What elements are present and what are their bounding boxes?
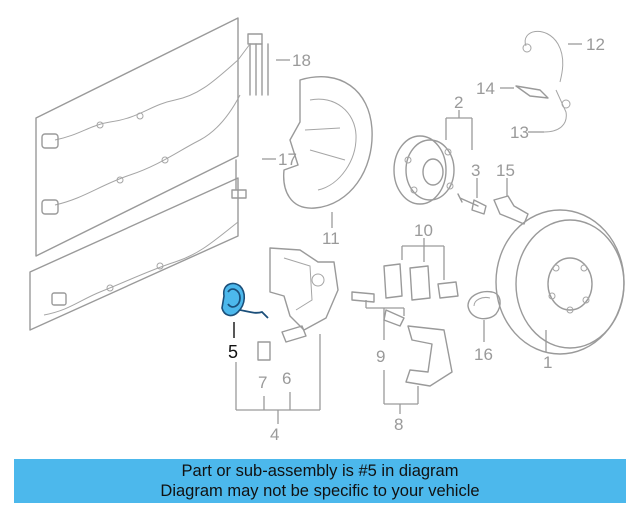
callout-3: 3 xyxy=(471,161,480,180)
hub-bolt xyxy=(457,178,487,215)
callout-16: 16 xyxy=(474,345,493,364)
harness-panel-18 xyxy=(35,17,290,257)
caliper-pins xyxy=(257,325,307,361)
dust-cap xyxy=(467,290,501,342)
callout-1: 1 xyxy=(543,353,552,372)
callout-10: 10 xyxy=(414,221,433,240)
callout-7: 7 xyxy=(258,373,267,392)
banner-line-1: Part or sub-assembly is #5 in diagram xyxy=(181,462,459,480)
callout-6: 6 xyxy=(282,369,291,388)
callout-4: 4 xyxy=(270,425,279,444)
abs-sensor xyxy=(493,178,529,225)
callout-9: 9 xyxy=(376,347,385,366)
brake-caliper xyxy=(235,247,339,424)
guide-pins xyxy=(351,291,405,340)
callout-14: 14 xyxy=(476,79,495,98)
callout-18: 18 xyxy=(292,51,311,70)
callout-15: 15 xyxy=(496,161,515,180)
parts-diagram: 1 2 3 4 5 6 7 8 9 10 11 12 13 14 15 16 1… xyxy=(29,17,625,444)
backing-plate xyxy=(283,76,373,228)
brake-pads xyxy=(383,238,459,301)
wear-sensor xyxy=(500,30,582,133)
info-banner: Part or sub-assembly is #5 in diagram Di… xyxy=(14,459,626,503)
caliper-bracket xyxy=(383,325,453,414)
harness-panel-lower xyxy=(29,177,239,331)
callout-2: 2 xyxy=(454,93,463,112)
part-5-highlighted[interactable] xyxy=(221,282,269,338)
callout-5[interactable]: 5 xyxy=(228,342,238,362)
callout-8: 8 xyxy=(394,415,403,434)
wheel-hub xyxy=(393,110,473,205)
callout-13: 13 xyxy=(510,123,529,142)
callout-12: 12 xyxy=(586,35,605,54)
brake-rotor xyxy=(495,209,625,355)
callout-11: 11 xyxy=(322,229,340,248)
callout-17: 17 xyxy=(278,150,297,169)
banner-line-2: Diagram may not be specific to your vehi… xyxy=(160,482,480,500)
